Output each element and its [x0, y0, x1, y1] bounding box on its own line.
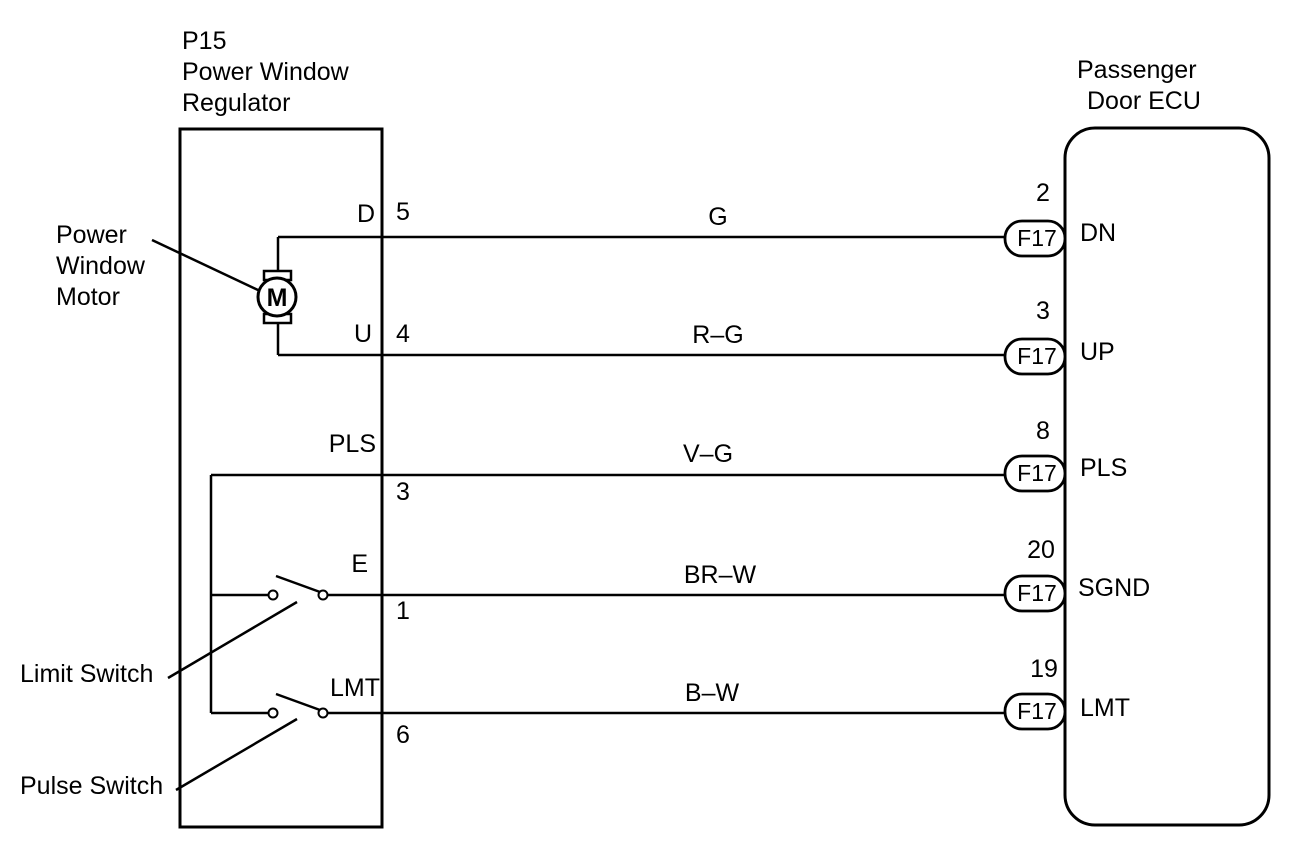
wire-color-sgnd: BR–W [684, 561, 757, 589]
reg-pin-1: 1 [396, 597, 410, 625]
ecu-terminal-up: UP [1080, 338, 1115, 366]
ecu-terminal-pls: PLS [1080, 454, 1127, 482]
pulse-switch [267, 692, 329, 719]
ecu-terminal-dn: DN [1080, 219, 1116, 247]
limit-switch-leader [167, 600, 298, 680]
motor-leader-line [151, 238, 261, 293]
connector-code: F17 [1017, 225, 1057, 251]
connector-pill [1003, 219, 1067, 258]
connector-code: F17 [1017, 698, 1057, 724]
pulse-switch-blade [275, 692, 321, 712]
regulator-name-line1: Power Window [182, 58, 350, 86]
limit-switch [267, 574, 329, 601]
wire-color-pls: V–G [683, 440, 733, 468]
reg-pin-5: 5 [396, 198, 410, 226]
pulse-switch-contact-right [317, 707, 329, 719]
regulator-box [178, 127, 384, 829]
connector-code: F17 [1017, 343, 1057, 369]
ecu-pin-2: 2 [1036, 179, 1050, 207]
connector-pill [1003, 454, 1067, 493]
motor-label-line3: Motor [56, 283, 120, 311]
reg-terminal-lmt: LMT [330, 674, 380, 702]
reg-terminal-pls: PLS [329, 430, 376, 458]
connector-up: F17 [1003, 337, 1067, 376]
reg-terminal-u: U [354, 320, 372, 348]
wire-color-dn: G [708, 203, 727, 231]
reg-terminal-e: E [351, 550, 368, 578]
ecu-name-line2: Door ECU [1087, 87, 1201, 115]
connector-pill [1003, 574, 1067, 613]
ecu-pin-3: 3 [1036, 297, 1050, 325]
wire-color-lmt: B–W [685, 679, 740, 707]
ecu-pin-20: 20 [1027, 536, 1055, 564]
motor-symbol: M [267, 284, 288, 312]
connector-lmt: F17 [1003, 692, 1067, 731]
wire-color-up: R–G [692, 321, 743, 349]
ecu-terminal-lmt: LMT [1080, 694, 1130, 722]
ecu-pin-19: 19 [1030, 655, 1058, 683]
connector-pls: F17 [1003, 454, 1067, 493]
connector-code: F17 [1017, 460, 1057, 486]
limit-switch-blade [275, 574, 321, 594]
motor-icon [256, 276, 298, 318]
reg-terminal-d: D [357, 200, 375, 228]
ecu-name-line1: Passenger [1077, 56, 1197, 84]
connector-sgnd: F17 [1003, 574, 1067, 613]
pulse-switch-label: Pulse Switch [20, 772, 163, 800]
ecu-terminal-sgnd: SGND [1078, 574, 1150, 602]
connector-code: F17 [1017, 580, 1057, 606]
regulator-code: P15 [182, 27, 226, 55]
reg-pin-3: 3 [396, 478, 410, 506]
ecu-pin-8: 8 [1036, 417, 1050, 445]
motor-label-line1: Power [56, 221, 127, 249]
connector-dn: F17 [1003, 219, 1067, 258]
pulse-switch-contact-left [267, 707, 279, 719]
limit-switch-contact-right [317, 589, 329, 601]
limit-switch-label: Limit Switch [20, 660, 153, 688]
connector-pill [1003, 337, 1067, 376]
regulator-name-line2: Regulator [182, 89, 290, 117]
limit-switch-contact-left [267, 589, 279, 601]
connector-pill [1003, 692, 1067, 731]
pulse-switch-leader [175, 717, 298, 792]
reg-pin-4: 4 [396, 320, 410, 348]
motor-label-line2: Window [56, 252, 146, 280]
power-window-motor: M [256, 237, 298, 355]
reg-pin-6: 6 [396, 721, 410, 749]
